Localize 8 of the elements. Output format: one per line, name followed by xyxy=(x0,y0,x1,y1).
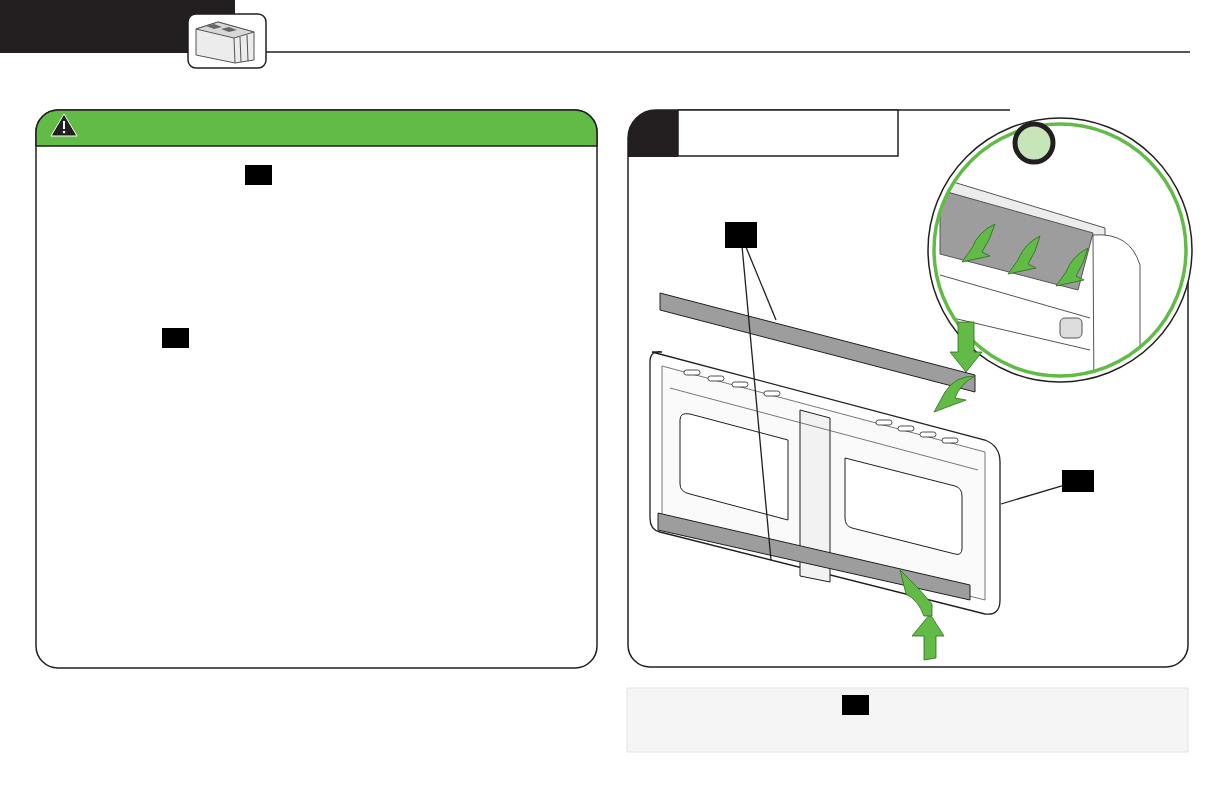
callout-box xyxy=(725,222,757,248)
mounting-frame-drawing xyxy=(649,351,1001,615)
leader-line xyxy=(1000,485,1063,505)
leader-line xyxy=(741,247,772,561)
trim-strip-drawing xyxy=(659,292,976,393)
callout-box xyxy=(1062,470,1094,492)
trim-strip-drawing xyxy=(657,512,971,601)
leader-line xyxy=(745,247,777,321)
